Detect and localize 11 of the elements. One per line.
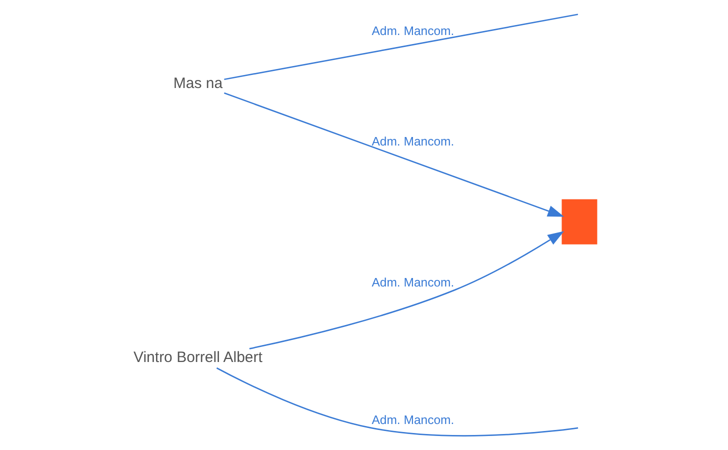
edge-label: Adm. Mancom. [371,24,454,38]
edge-label: Adm. Mancom. [371,413,454,428]
connector [216,367,578,436]
edge-label: Adm. Mancom. [371,134,454,149]
node-text: Mas na [172,74,222,92]
connector [224,14,578,80]
arrow [223,92,564,217]
edge-label: Adm. Mancom. [371,275,454,290]
arrow [248,231,564,350]
node-text: Vintro Borrell Albert [133,349,262,366]
node-building [561,199,597,244]
